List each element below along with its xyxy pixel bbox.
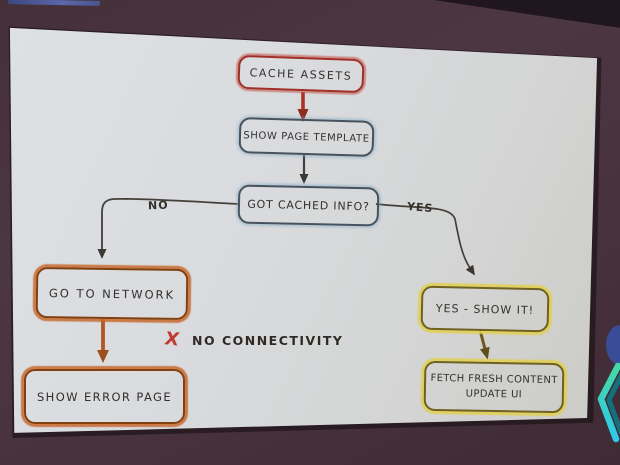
node-got-cached-info-label: GOT CACHED INFO? <box>247 197 370 214</box>
no-connectivity-label: NO CONNECTIVITY <box>192 333 344 348</box>
node-cache-assets-label: CACHE ASSETS <box>249 65 353 83</box>
node-go-to-network-label: GO TO NETWORK <box>48 285 176 302</box>
edge-label-yes: YES <box>406 199 434 216</box>
node-yes-show-it-label: YES - SHOW IT! <box>435 301 535 317</box>
node-fetch-fresh-content: FETCH FRESH CONTENT UPDATE UI <box>423 360 565 414</box>
node-yes-show-it: YES - SHOW IT! <box>420 285 550 333</box>
node-show-page-template: SHOW PAGE TEMPLATE <box>238 117 375 157</box>
node-show-error-page-label: SHOW ERROR PAGE <box>36 389 172 404</box>
node-show-error-page: SHOW ERROR PAGE <box>24 369 185 424</box>
node-fetch-fresh-line2: UPDATE UI <box>465 388 523 401</box>
edge-label-no: NO <box>147 198 169 213</box>
node-fetch-fresh-line1: FETCH FRESH CONTENT <box>430 372 558 386</box>
node-got-cached-info: GOT CACHED INFO? <box>237 184 380 227</box>
node-show-page-template-label: SHOW PAGE TEMPLATE <box>243 129 370 145</box>
node-go-to-network: GO TO NETWORK <box>35 266 189 321</box>
node-cache-assets: CACHE ASSETS <box>237 54 365 94</box>
